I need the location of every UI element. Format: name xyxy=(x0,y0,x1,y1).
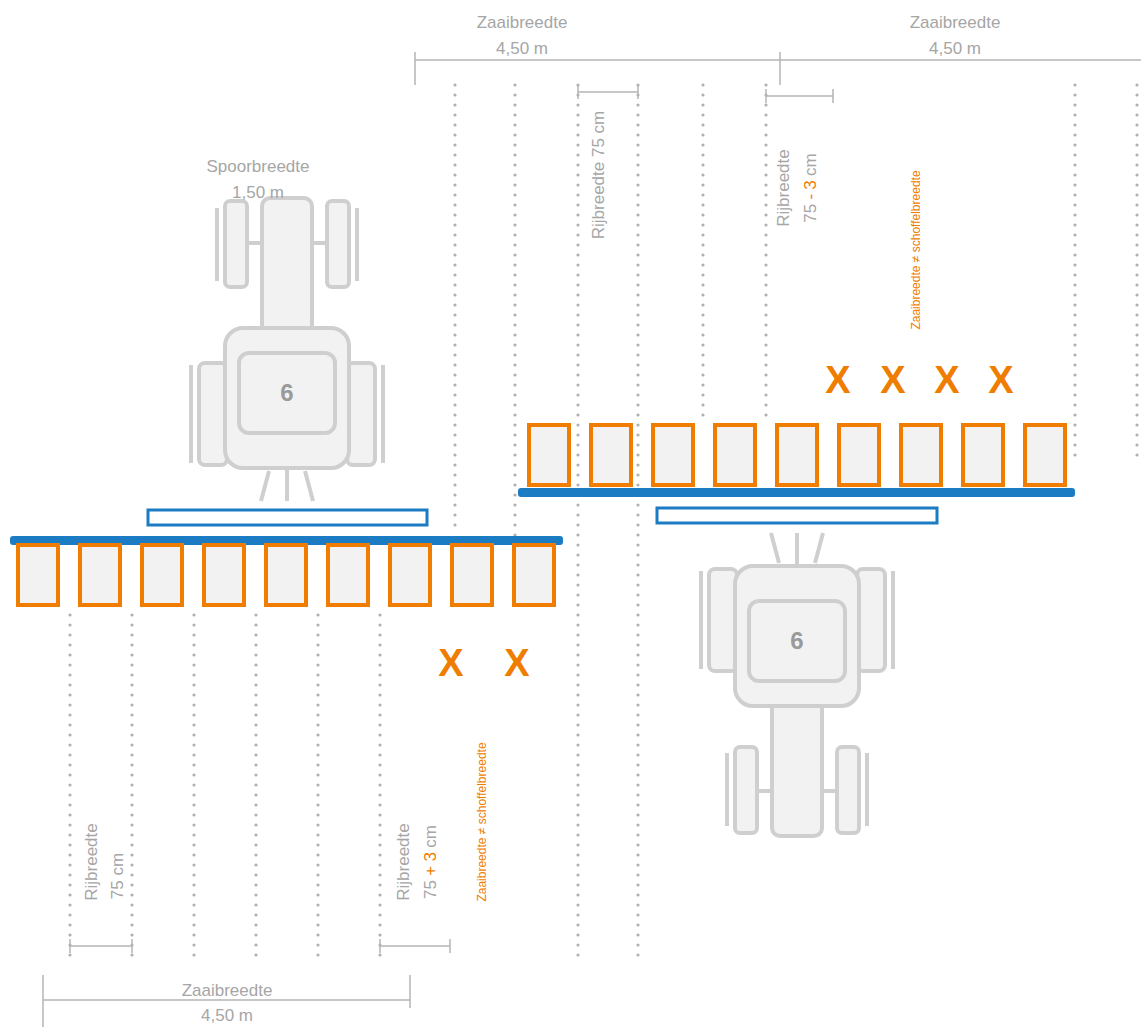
hoe-unit xyxy=(142,545,182,605)
dimension-value: 4,50 m xyxy=(496,40,548,57)
missing-row-mark: X xyxy=(880,361,905,399)
row-width-value: 75 cm xyxy=(109,853,126,899)
dimension-value: 1,50 m xyxy=(232,184,284,201)
seed-row xyxy=(1073,85,1076,465)
seed-row xyxy=(576,85,579,960)
seed-row xyxy=(1135,85,1138,465)
tractor xyxy=(701,533,893,836)
text-part: cm xyxy=(801,153,820,176)
hoe-unit xyxy=(777,425,817,485)
seed-row xyxy=(192,615,195,960)
hoe-unit xyxy=(204,545,244,605)
hoe-unit xyxy=(514,545,554,605)
row-width-value: 75 +3 cm xyxy=(422,825,439,899)
hoe-unit xyxy=(266,545,306,605)
text-part: - xyxy=(801,194,820,200)
callout-number: 6 xyxy=(790,629,803,653)
hoe-unit xyxy=(963,425,1003,485)
row-width-value: 75 - 3 cm xyxy=(802,153,819,222)
missing-row-mark: X xyxy=(934,361,959,399)
dimension-label: Spoorbreedte xyxy=(206,158,309,175)
row-width-label: Rijbreedte xyxy=(775,149,792,227)
hoe-unit xyxy=(452,545,492,605)
hoe-unit xyxy=(839,425,879,485)
hoe-unit xyxy=(1025,425,1065,485)
hoe-unit xyxy=(591,425,631,485)
hoe-unit xyxy=(390,545,430,605)
seed-row xyxy=(316,615,319,960)
dimension-label: Zaaibreedte xyxy=(477,14,568,31)
dimension-label: Zaaibreedte xyxy=(910,14,1001,31)
missing-row-mark: X xyxy=(988,361,1013,399)
seed-row xyxy=(636,85,639,960)
hoe-unit xyxy=(901,425,941,485)
hoe xyxy=(10,510,563,605)
seed-row xyxy=(254,615,257,960)
seed-rows xyxy=(70,85,1137,960)
text-part: 3 xyxy=(801,180,820,189)
hoe-unit xyxy=(529,425,569,485)
dimension-label: Zaaibreedte xyxy=(182,982,273,999)
text-part: 3 xyxy=(421,852,440,861)
hoes xyxy=(10,425,1075,605)
seed-row xyxy=(130,615,133,960)
hoe xyxy=(518,425,1075,523)
hoe-unit xyxy=(80,545,120,605)
text-part: 75 xyxy=(421,880,440,899)
warning-note: Zaaibreedte ≠ schoffelbreedte xyxy=(910,170,922,329)
missing-row-mark: X xyxy=(825,361,850,399)
missing-row-mark: X xyxy=(438,644,463,682)
seed-row xyxy=(764,85,767,420)
row-width-label: Rijbreedte xyxy=(83,823,100,901)
hoe-unit xyxy=(715,425,755,485)
callout-number: 6 xyxy=(280,381,293,405)
seed-row xyxy=(68,615,71,960)
hoe-unit xyxy=(328,545,368,605)
dimension-value: 4,50 m xyxy=(929,40,981,57)
hoe-unit xyxy=(653,425,693,485)
tractor xyxy=(191,198,383,501)
row-width-label: Rijbreedte xyxy=(395,823,412,901)
hoe-unit xyxy=(18,545,58,605)
row-width-label: Rijbreedte 75 cm xyxy=(590,111,607,240)
dimension-value: 4,50 m xyxy=(201,1007,253,1024)
text-part: + xyxy=(421,866,440,876)
seed-row xyxy=(378,615,381,960)
seed-row xyxy=(453,85,456,530)
text-part: cm xyxy=(421,825,440,848)
seed-row xyxy=(513,85,516,560)
missing-row-mark: X xyxy=(504,644,529,682)
warning-note: Zaaibreedte ≠ schoffelbreedte xyxy=(476,742,488,901)
text-part: 75 xyxy=(801,204,820,223)
seed-row xyxy=(701,85,704,420)
